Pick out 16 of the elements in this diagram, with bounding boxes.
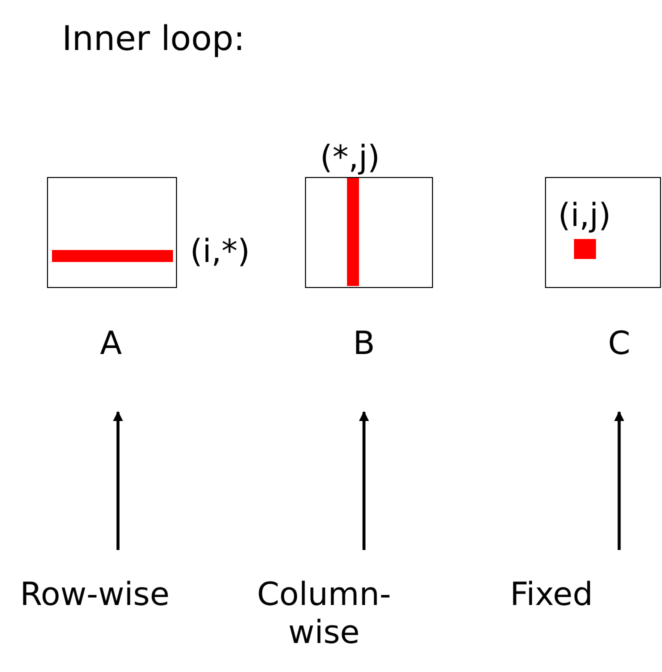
matrix-box (545, 177, 661, 288)
matrix-box (47, 177, 177, 288)
index-label: (i,j) (558, 196, 611, 234)
arrow (358, 411, 369, 550)
arrow (614, 411, 624, 550)
title: Inner loop: (62, 20, 245, 58)
access-label: Column-wise (244, 575, 404, 651)
index-label: (*,j) (320, 138, 380, 176)
arrow (113, 411, 123, 550)
matrix-label: B (353, 324, 375, 362)
matrix-box (305, 177, 433, 288)
index-label: (i,*) (190, 232, 250, 270)
access-label: Fixed (510, 575, 593, 613)
matrix-label: A (100, 324, 122, 362)
matrix-label: C (608, 324, 630, 362)
access-label: Row-wise (20, 575, 170, 613)
